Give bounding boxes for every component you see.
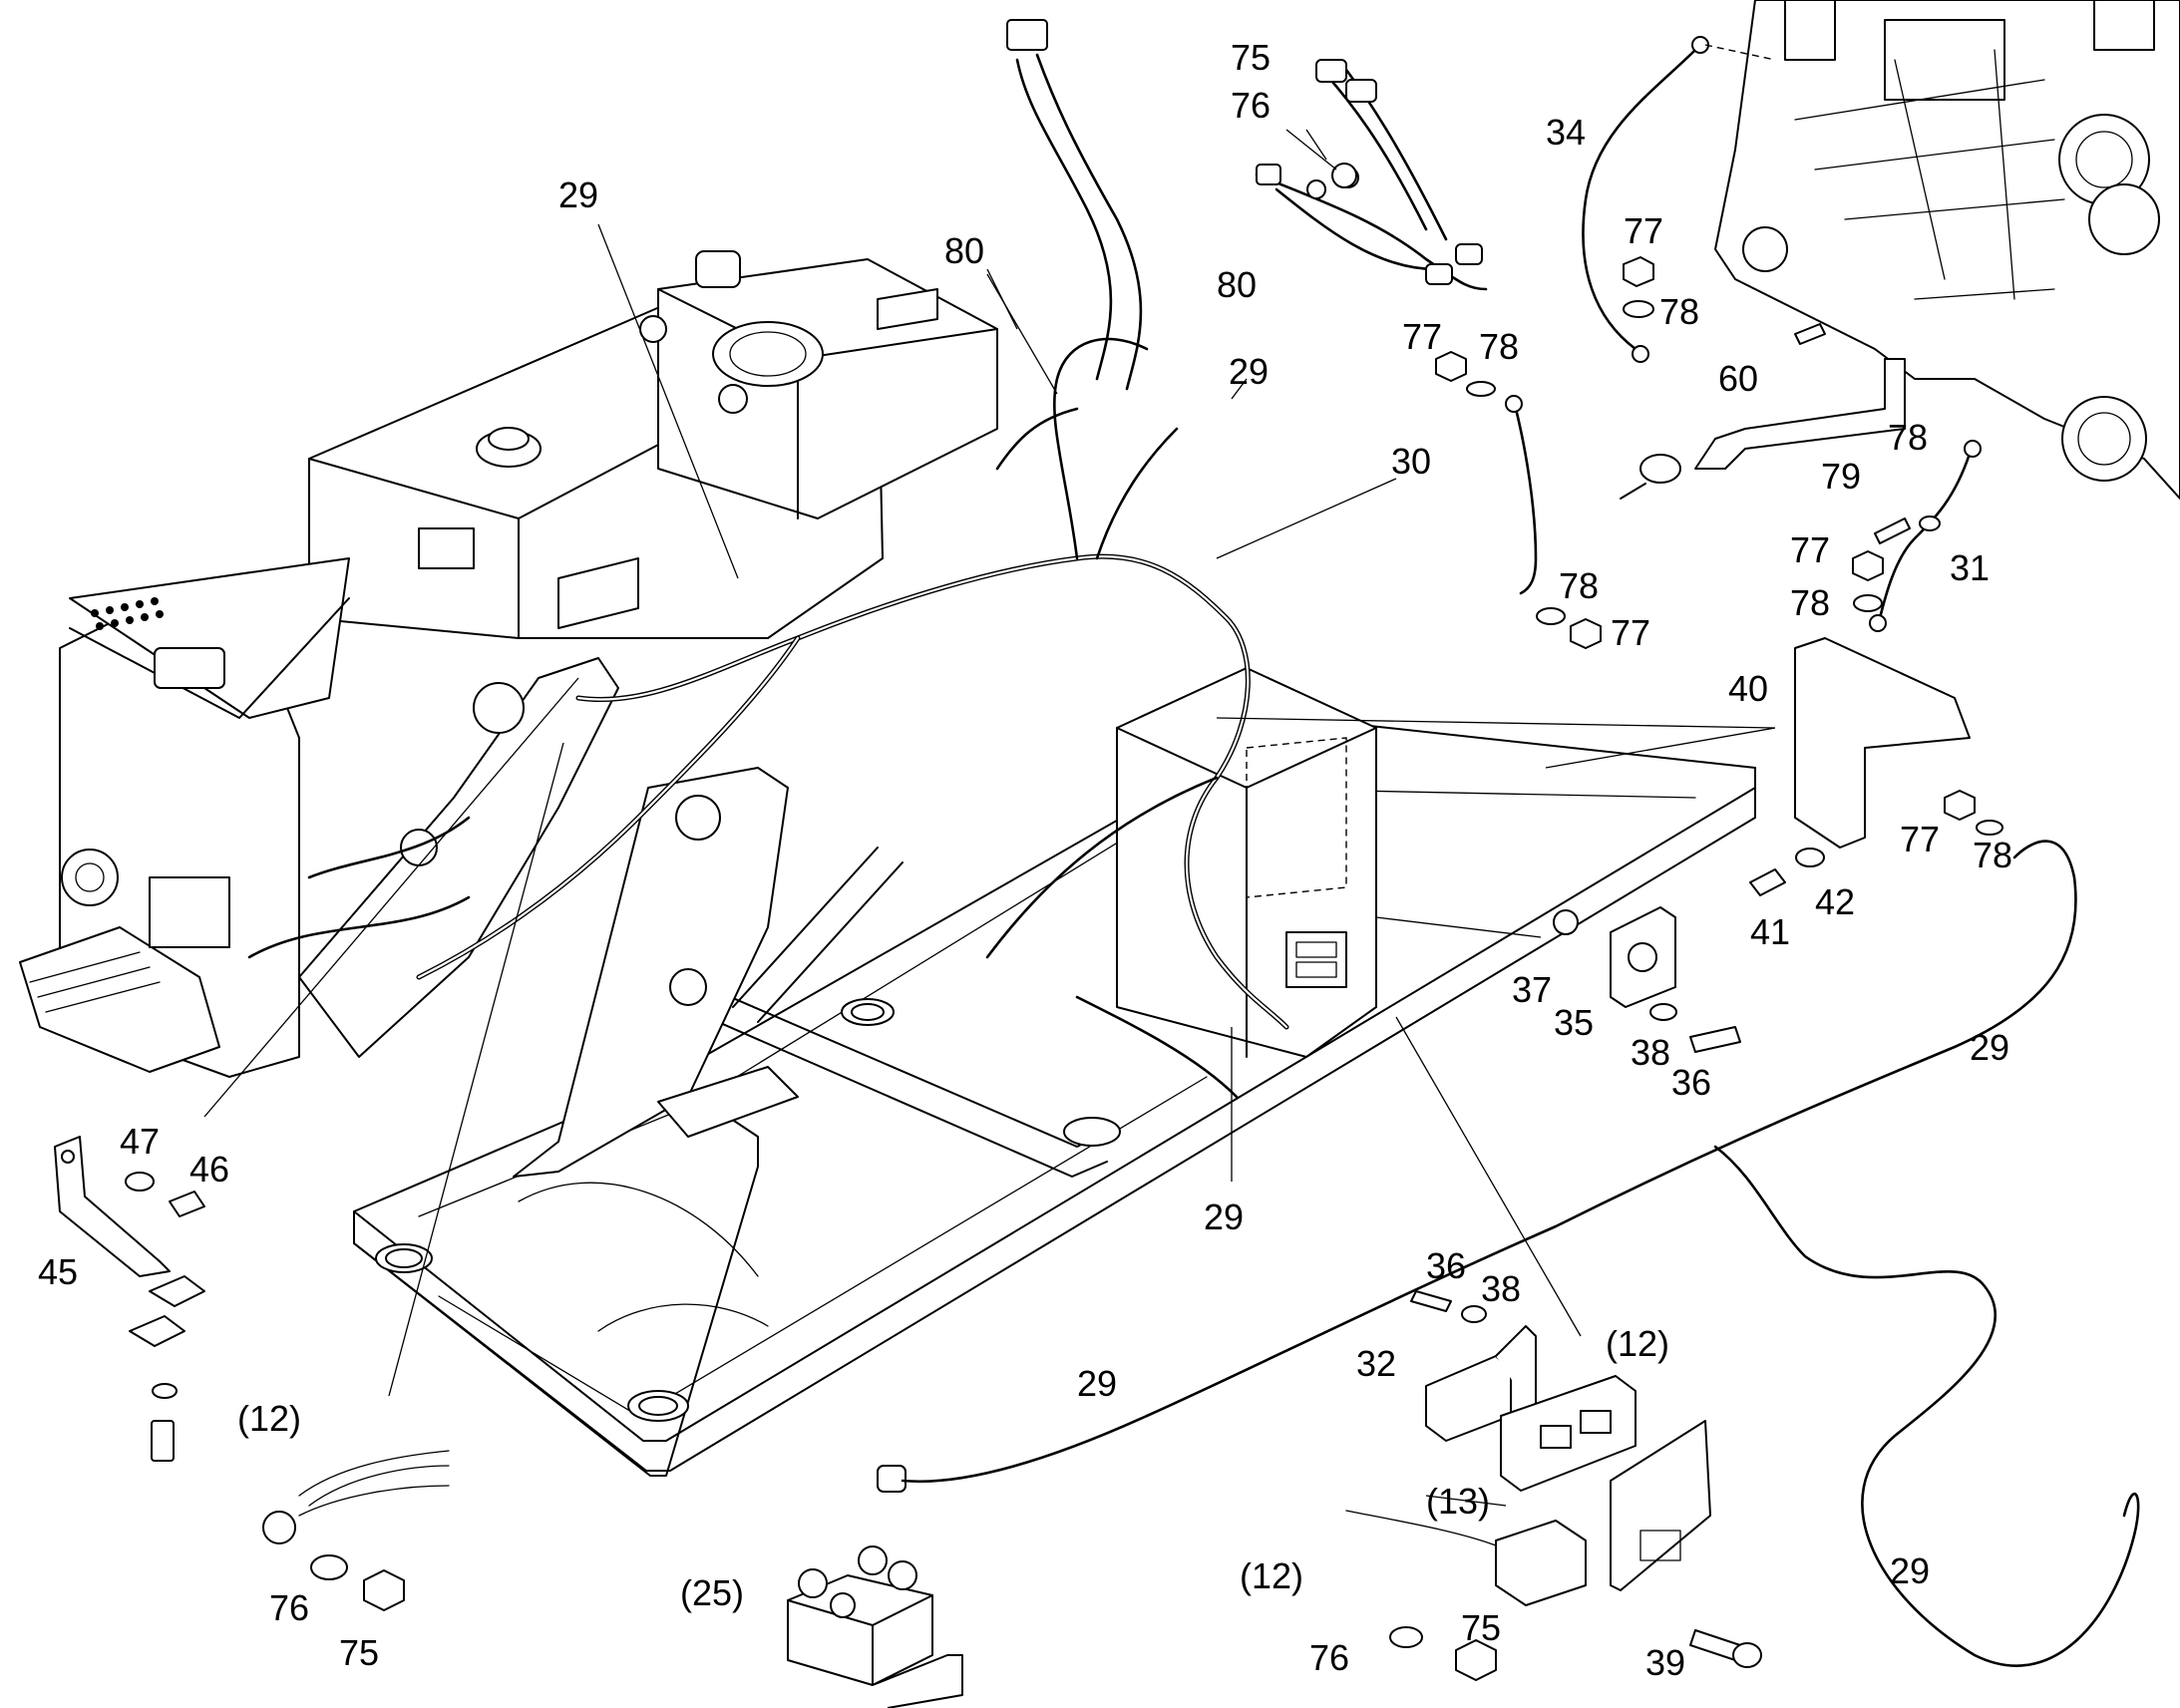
operator-station — [19, 557, 350, 1078]
callout-label: (12) — [237, 1398, 301, 1439]
callout-label: 32 — [1356, 1343, 1396, 1384]
callout-label: 34 — [1546, 112, 1586, 153]
callout-label: 47 — [120, 1121, 160, 1162]
ground-strap-34 — [1582, 36, 1776, 363]
ground-strap-31 — [1869, 440, 1982, 632]
callout-label: 39 — [1645, 1642, 1685, 1683]
callout-label: 46 — [189, 1149, 229, 1190]
callout-label: 29 — [558, 174, 598, 215]
callout-label: 45 — [38, 1251, 78, 1292]
boom-mount-brackets — [298, 657, 799, 1178]
callout-label: 29 — [1204, 1196, 1244, 1237]
callout-label: 78 — [1888, 417, 1928, 458]
callout-label: 37 — [1512, 969, 1552, 1010]
callout-label: 77 — [1624, 210, 1663, 251]
bracket-60 — [1620, 323, 1906, 500]
callout-label: 29 — [1970, 1027, 2009, 1068]
callout-label: 77 — [1402, 316, 1442, 357]
callout-label: 36 — [1426, 1245, 1466, 1286]
callout-label: 77 — [1790, 529, 1830, 570]
callout-label: 29 — [1229, 351, 1269, 392]
relay-25 — [787, 1414, 1149, 1708]
callout-label: 80 — [944, 230, 984, 271]
callout-label: 35 — [1554, 1002, 1594, 1043]
connector-13 — [1345, 1510, 1587, 1606]
engine-block — [1714, 0, 2180, 500]
callout-label: 75 — [339, 1632, 379, 1673]
callout-label: (12) — [1606, 1323, 1669, 1364]
battery-box — [1116, 667, 1377, 1058]
callout-label: 30 — [1391, 441, 1431, 482]
bracket-39 — [1610, 1420, 1711, 1591]
callout-label: 31 — [1950, 547, 1990, 588]
callout-label: 36 — [1671, 1062, 1711, 1103]
callout-label: 78 — [1659, 291, 1699, 332]
callout-label: 75 — [1461, 1607, 1501, 1648]
callout-label: 41 — [1750, 911, 1790, 952]
callout-label: 78 — [1973, 835, 2012, 875]
callout-label: 42 — [1815, 881, 1855, 922]
callout-label: 29 — [1077, 1363, 1117, 1404]
callout-label: 76 — [269, 1587, 309, 1628]
callout-label: 75 — [1231, 37, 1271, 78]
harness-80 — [1006, 19, 1488, 391]
callout-label: 38 — [1481, 1268, 1521, 1309]
main-frame — [353, 717, 1756, 1477]
connector-box-12 — [1500, 1375, 1636, 1492]
callout-label: (25) — [680, 1572, 744, 1613]
callout-label: 60 — [1718, 358, 1758, 399]
callout-label: 78 — [1479, 326, 1519, 367]
callout-label: 80 — [1217, 264, 1257, 305]
bracket-40 — [1794, 637, 1971, 849]
bracket-45 — [54, 1136, 171, 1277]
keypad-dots — [91, 597, 164, 630]
callout-label: (12) — [1240, 1555, 1303, 1596]
cab-tank-body — [308, 250, 998, 639]
callout-label: 40 — [1728, 668, 1768, 709]
callout-label: 38 — [1631, 1032, 1670, 1073]
callout-label: 76 — [1309, 1637, 1349, 1678]
fasteners — [125, 163, 2003, 1681]
bracket-32 — [1425, 1325, 1537, 1442]
callout-labels: 75 76 80 80 29 34 77 78 77 78 29 60 30 7… — [38, 37, 2012, 1683]
callout-label: 29 — [1890, 1550, 1930, 1591]
callout-label: 77 — [1611, 612, 1650, 653]
ground-strap-30 — [1505, 395, 1538, 595]
leader-lines — [203, 129, 1776, 1507]
wire-harness-29 — [247, 337, 2140, 1667]
callout-label: 78 — [1559, 565, 1599, 606]
callout-label: 78 — [1790, 582, 1830, 623]
callout-label: 79 — [1821, 456, 1861, 497]
callout-label: 76 — [1231, 85, 1271, 126]
callout-label: (13) — [1426, 1481, 1490, 1522]
callout-label: 77 — [1900, 819, 1940, 859]
bracket-35 — [1610, 906, 1676, 1008]
